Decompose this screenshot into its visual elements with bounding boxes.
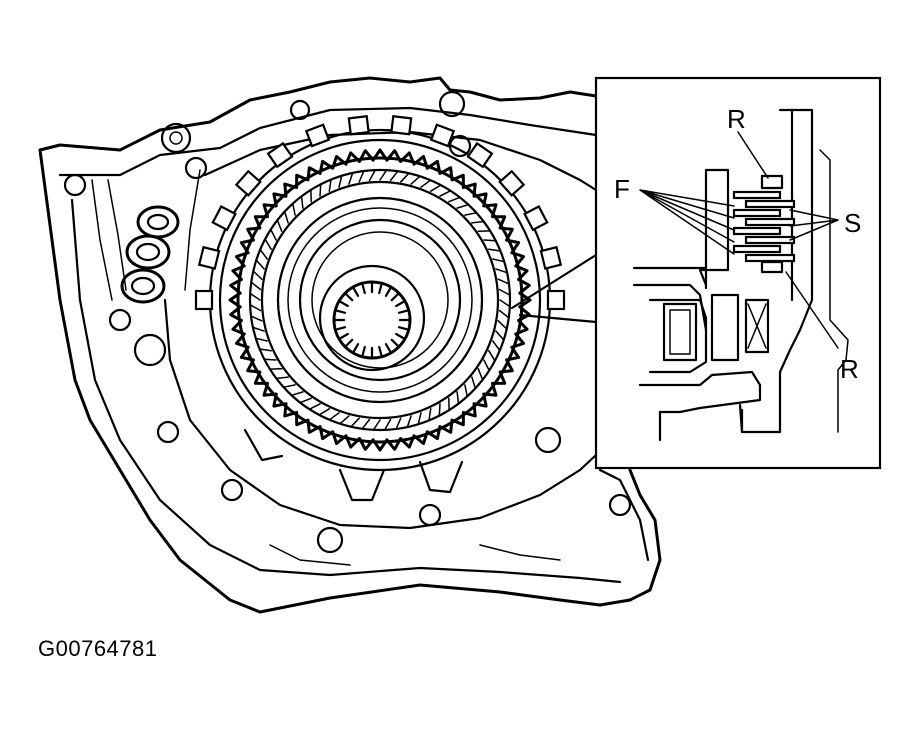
clutch-drum (194, 115, 566, 472)
clutch-plate (744, 217, 796, 227)
snap-ring-bottom (760, 260, 784, 274)
callout-r-bottom: R (840, 354, 859, 384)
figure-id: G00764781 (38, 636, 158, 661)
drum-lug (523, 205, 549, 232)
clutch-pack (732, 190, 796, 263)
drum-lug (266, 141, 294, 169)
transmission-housing (38, 76, 662, 614)
clutch-disc (732, 244, 782, 254)
inset-leader (510, 253, 598, 310)
drum-lug (304, 123, 331, 148)
detail-inset: R F S R (594, 76, 882, 470)
drum-lug (194, 289, 214, 311)
clutch-plate (744, 253, 796, 263)
callout-r-top: R (727, 104, 746, 134)
drum-lug (390, 115, 413, 136)
seal-rings (120, 205, 180, 304)
drum-lug (234, 169, 262, 197)
helical-teeth (249, 169, 511, 431)
callout-s: S (844, 208, 861, 238)
gear-teeth (228, 148, 532, 452)
drum-lug (211, 205, 237, 232)
drum-lug (539, 245, 563, 270)
drum-lug (546, 289, 566, 311)
drum-lug (347, 115, 370, 136)
drum-lug (197, 245, 221, 270)
drum-lug (466, 141, 494, 169)
drum-lug (429, 123, 456, 148)
clutch-disc (732, 226, 782, 236)
hub-splines (332, 280, 412, 360)
callout-f: F (614, 174, 630, 204)
snap-ring-top (760, 174, 784, 190)
clutch-plate (744, 235, 796, 245)
drum-lug (498, 169, 526, 197)
clutch-disc (732, 190, 782, 200)
clutch-disc (732, 208, 782, 218)
clutch-plate (744, 199, 796, 209)
